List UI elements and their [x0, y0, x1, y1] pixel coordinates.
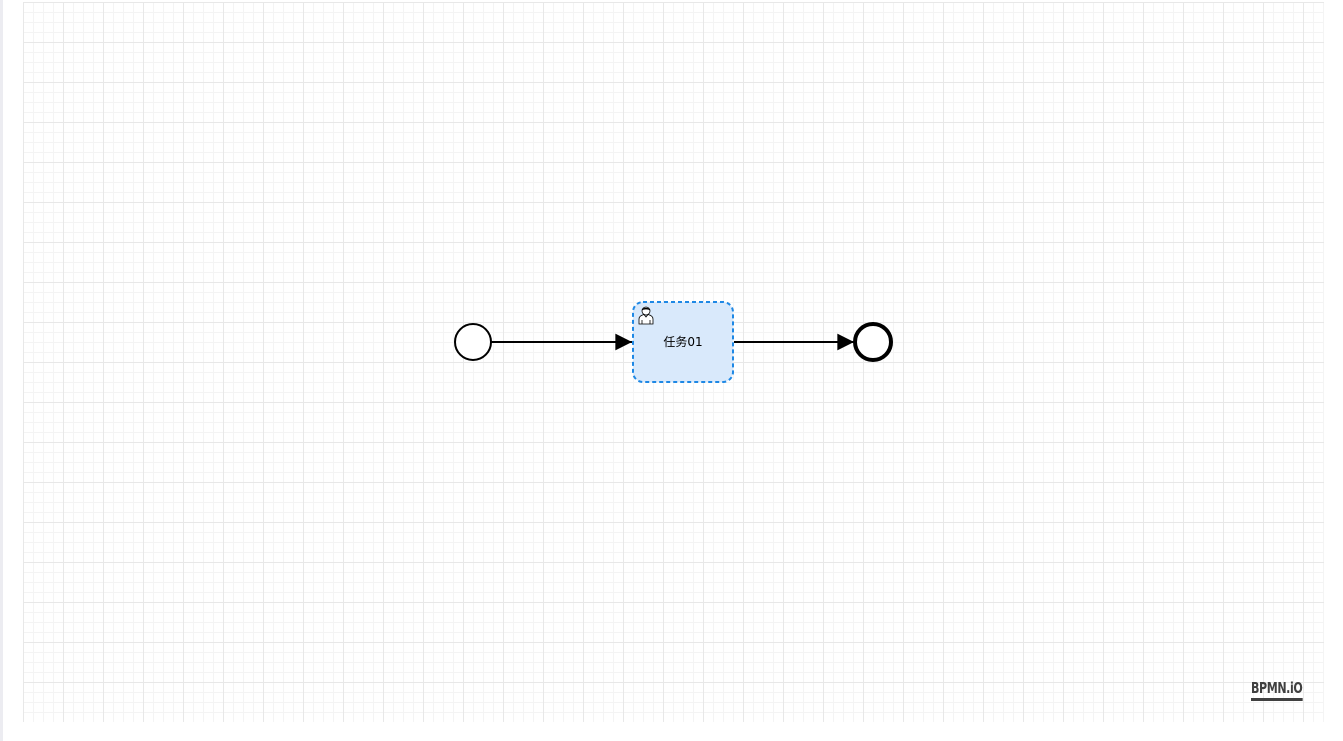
end-event[interactable]	[853, 322, 893, 362]
task-label: 任务01	[663, 334, 702, 349]
bpmn-io-watermark-link[interactable]: BPMN.iO	[1251, 680, 1303, 701]
left-panel-edge	[0, 0, 3, 741]
diagram-canvas[interactable]	[23, 2, 1324, 722]
start-event[interactable]	[454, 323, 492, 361]
user-task[interactable]: 任务01	[632, 301, 734, 383]
user-icon	[638, 306, 654, 325]
